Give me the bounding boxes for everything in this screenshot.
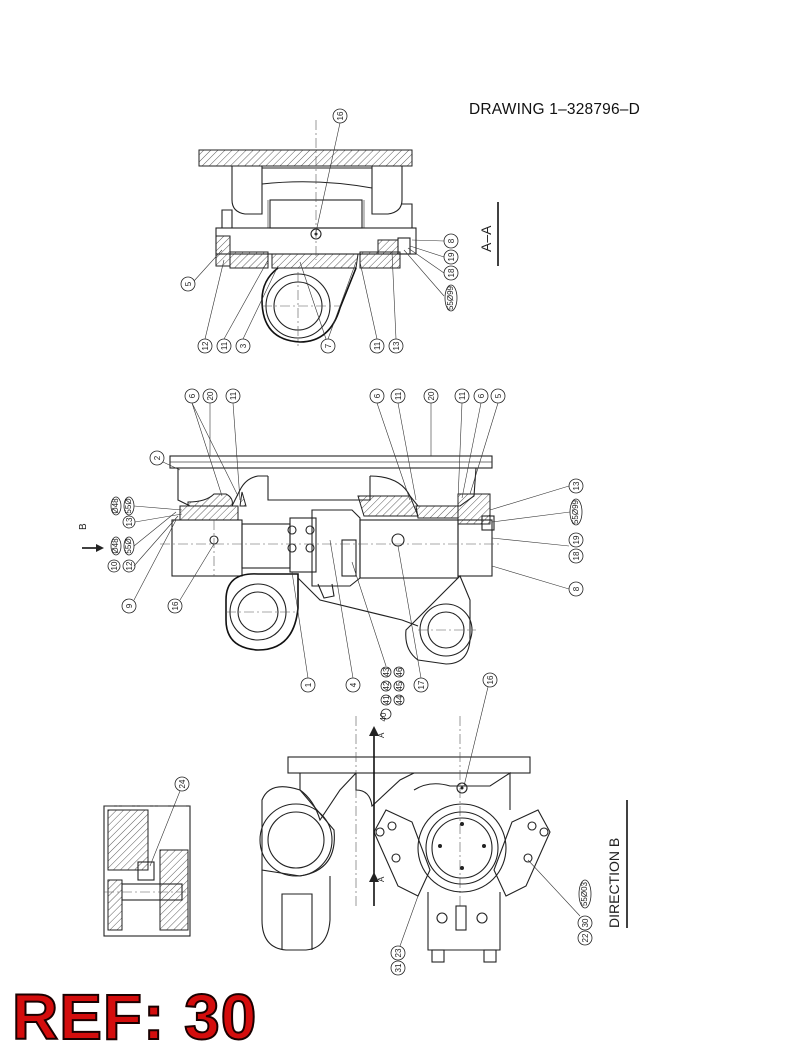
callout: 23: [394, 948, 403, 957]
callout: 55Ø99: [571, 499, 580, 524]
callout: 20: [206, 391, 215, 400]
callout: 24: [178, 779, 187, 788]
direction-label: DIRECTION B: [606, 838, 622, 928]
callout: 19: [447, 252, 456, 261]
callout: 16: [336, 111, 345, 120]
callout: 44: [395, 695, 404, 704]
callout: 12: [201, 341, 210, 350]
callout: Ø48: [111, 538, 120, 554]
callout: 3: [239, 343, 248, 348]
side-view: B: [78, 455, 500, 665]
callout: 16: [171, 601, 180, 610]
callout: 12: [125, 561, 134, 570]
callout: 55Ø99: [446, 285, 455, 310]
callout: 41: [382, 695, 391, 704]
callout: 8: [447, 238, 456, 243]
top-view-callouts: 16 5 12 11 3 7 11 13 8 19 18 55Ø99: [180, 108, 459, 354]
callout: 45: [395, 681, 404, 690]
callout: 22: [581, 933, 590, 942]
callout: 13: [125, 517, 134, 526]
callout: 20: [427, 391, 436, 400]
view-arrow-b-label: B: [78, 523, 89, 530]
callout: 55Ø03: [580, 881, 589, 906]
callout: 6: [477, 393, 486, 398]
section-arrow-a-label: A: [377, 876, 386, 882]
callout: 6: [373, 393, 382, 398]
callout: 11: [394, 391, 403, 400]
callout: 30: [581, 918, 590, 927]
callout: 11: [220, 341, 229, 350]
callout: 10: [110, 561, 119, 570]
callout: 11: [373, 341, 382, 350]
section-label: A–A: [478, 225, 494, 252]
callout: 5: [184, 281, 193, 286]
callout: 40: [379, 712, 388, 721]
callout: 18: [447, 268, 456, 277]
callout: 11: [229, 391, 238, 400]
callout: 11: [458, 391, 467, 400]
callout: 5: [494, 393, 503, 398]
callout: Ø48: [111, 498, 120, 514]
section-arrow-a-label: A: [377, 732, 386, 738]
callout: 7: [324, 343, 333, 348]
direction-b-view: A A DIRECTION B: [103, 716, 628, 963]
callout: 31: [394, 963, 403, 972]
section-a-a-view: A–A: [198, 120, 499, 346]
callout: 55Ø: [124, 538, 133, 553]
callout: 17: [417, 680, 426, 689]
callout: 55Ø: [124, 498, 133, 513]
callout: 13: [572, 481, 581, 490]
callout: 43: [382, 667, 391, 676]
callout: 13: [392, 341, 401, 350]
callout: 46: [395, 667, 404, 676]
middle-view-callouts: 6 20 11 6 11 20 11 6 5 2 13 55Ø99 19 1: [107, 388, 584, 721]
callout: 6: [188, 393, 197, 398]
callout: 16: [486, 675, 495, 684]
callout: 19: [572, 535, 581, 544]
callout: 18: [572, 551, 581, 560]
callout: 42: [382, 681, 391, 690]
callout: 4: [349, 682, 358, 687]
callout: 2: [153, 455, 162, 460]
callout: 8: [572, 586, 581, 591]
bottom-view-callouts: 16 24 31 23 22 30 55Ø03: [149, 672, 593, 976]
ref-label: REF: 30: [11, 980, 258, 1054]
callout: 1: [304, 682, 313, 687]
drawing-number: DRAWING 1–328796–D: [469, 101, 641, 118]
callout: 9: [125, 603, 134, 608]
